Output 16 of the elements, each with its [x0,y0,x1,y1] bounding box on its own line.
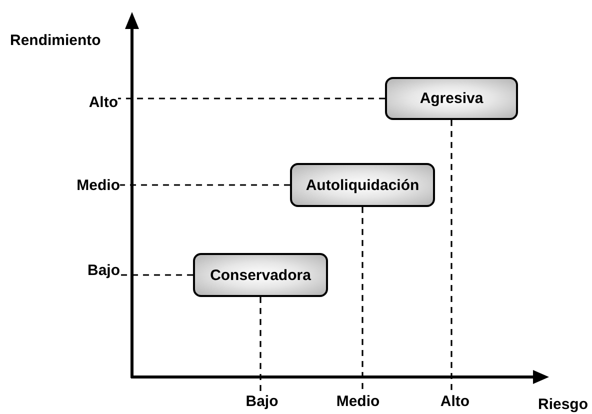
strategy-box: Agresiva [385,77,518,120]
dashed-guide-line [120,274,193,276]
dashed-guide-line [120,184,290,186]
dashed-guide-line [118,98,385,100]
axis-tick-label: Alto [78,94,118,112]
axis-tick-label: Medio [68,177,120,195]
axis-tick-label: Bajo [78,262,120,280]
strategy-box: Autoliquidación [290,163,435,207]
axis-title: Rendimiento [10,32,101,50]
axis-tick-label: Bajo [242,393,282,411]
dashed-guide-line [260,297,262,393]
strategy-box: Conservadora [193,253,328,297]
axis-tick-label: Alto [435,393,475,411]
axis-title: Riesgo [538,396,588,414]
axis-tick-label: Medio [332,393,384,411]
dashed-guide-line [450,120,452,393]
